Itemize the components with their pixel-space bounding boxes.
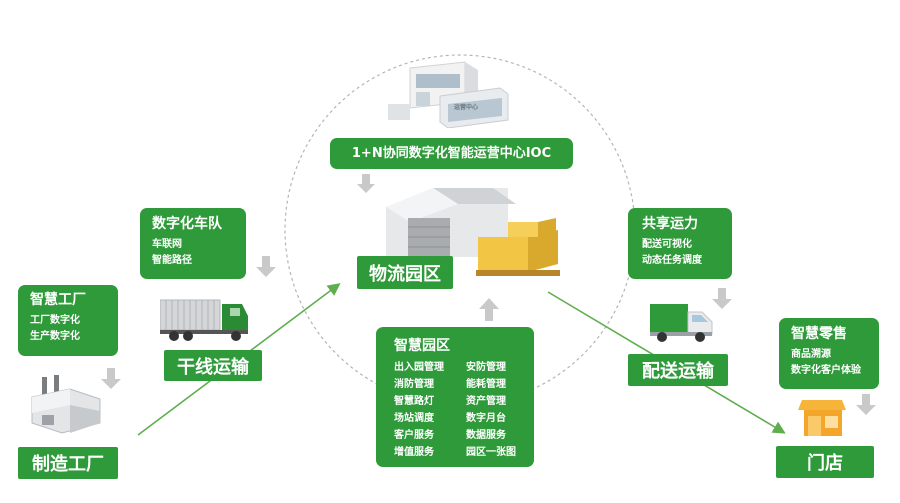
smart-park-item: 数字月台 [466, 410, 528, 427]
smart-park-item: 数据服务 [466, 427, 528, 444]
smart-park-item: 安防管理 [466, 359, 528, 376]
smart-park-item: 智慧路灯 [394, 393, 466, 410]
store-icon [798, 398, 850, 438]
smart-park-item: 园区一张图 [466, 444, 528, 461]
shared-capacity-item: 动态任务调度 [642, 253, 732, 269]
logistics-park-label: 物流园区 [357, 256, 453, 289]
smart-park-list: 出入园管理 安防管理 消防管理 能耗管理 智慧路灯 资产管理 场站调度 数字月台… [394, 359, 534, 461]
smart-park-item: 客户服务 [394, 427, 466, 444]
manufacturing-factory-label: 制造工厂 [18, 447, 118, 479]
smart-park-box: 智慧园区 出入园管理 安防管理 消防管理 能耗管理 智慧路灯 资产管理 场站调度… [376, 327, 534, 467]
store-label: 门店 [776, 446, 874, 478]
arrow-down-icon [856, 394, 876, 416]
shared-capacity-title: 共享运力 [642, 215, 732, 234]
smart-park-item: 能耗管理 [466, 376, 528, 393]
digital-fleet-box: 数字化车队 车联网 智能路径 [140, 208, 246, 279]
smart-park-item: 消防管理 [394, 376, 466, 393]
arrow-down-icon [357, 174, 375, 194]
smart-factory-item: 生产数字化 [30, 329, 118, 345]
ioc-title-box: 1+N协同数字化智能运营中心IOC [330, 138, 573, 169]
digital-fleet-title: 数字化车队 [152, 215, 246, 234]
factory-icon [30, 375, 102, 437]
smart-retail-item: 数字化客户体验 [791, 363, 879, 379]
container-truck-icon [160, 298, 252, 342]
smart-retail-box: 智慧零售 商品溯源 数字化客户体验 [779, 318, 879, 389]
trunk-transport-label: 干线运输 [164, 350, 262, 381]
ioc-building-icon [380, 58, 515, 128]
ioc-building-sign: 运营中心 [454, 102, 478, 111]
smart-factory-item: 工厂数字化 [30, 313, 118, 329]
shared-capacity-item: 配送可视化 [642, 237, 732, 253]
digital-fleet-item: 智能路径 [152, 253, 246, 269]
arrow-down-icon [101, 368, 121, 390]
smart-retail-item: 商品溯源 [791, 347, 879, 363]
digital-fleet-item: 车联网 [152, 237, 246, 253]
smart-factory-title: 智慧工厂 [30, 291, 118, 310]
smart-factory-box: 智慧工厂 工厂数字化 生产数字化 [18, 285, 118, 356]
arrow-up-icon [479, 298, 499, 322]
arrow-down-icon [256, 256, 276, 278]
shared-capacity-box: 共享运力 配送可视化 动态任务调度 [628, 208, 732, 279]
delivery-transport-label: 配送运输 [628, 354, 728, 386]
smart-park-item: 增值服务 [394, 444, 466, 461]
smart-park-item: 场站调度 [394, 410, 466, 427]
ioc-title: 1+N协同数字化智能运营中心IOC [352, 144, 551, 163]
smart-park-item: 出入园管理 [394, 359, 466, 376]
smart-retail-title: 智慧零售 [791, 325, 879, 344]
smart-park-item: 资产管理 [466, 393, 528, 410]
smart-park-title: 智慧园区 [394, 337, 534, 356]
delivery-van-icon [650, 302, 716, 344]
